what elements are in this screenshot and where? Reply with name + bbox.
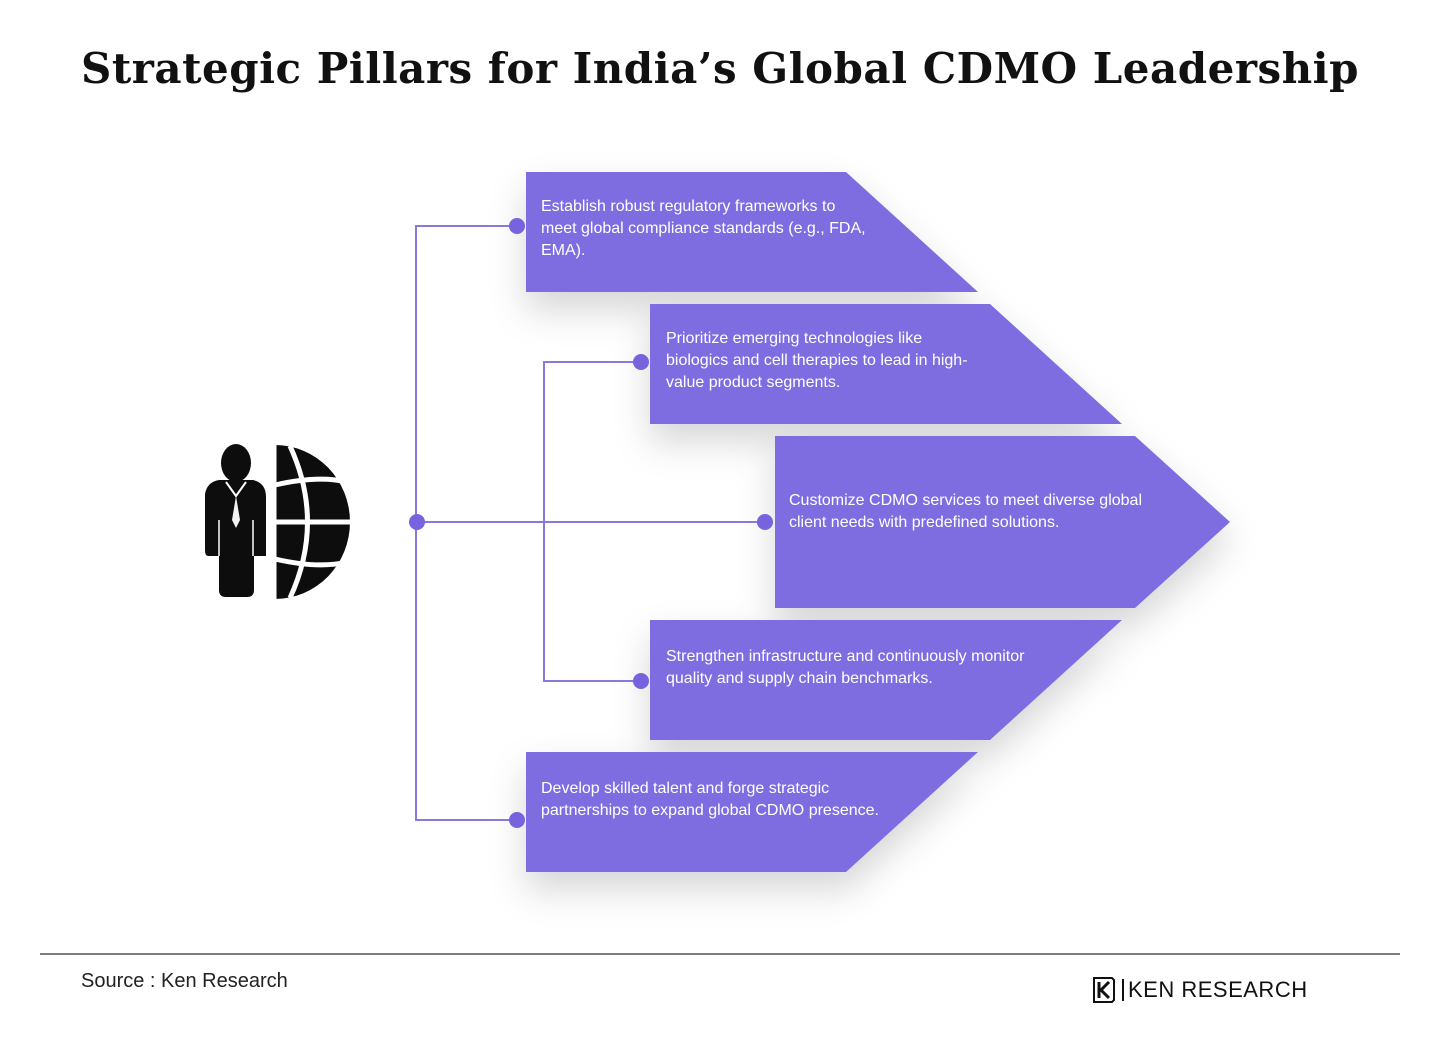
pillar-shape-3 <box>775 436 1230 608</box>
pillar-text-3: Customize CDMO services to meet diverse … <box>789 492 1143 531</box>
connector-dot-1 <box>509 218 525 234</box>
connector-dot-2 <box>633 354 649 370</box>
pillar-shape-1 <box>526 172 978 292</box>
page-title: Strategic Pillars for India’s Global CDM… <box>81 44 1359 93</box>
pillar-text-2: Prioritize emerging technologies like bi… <box>666 330 968 391</box>
brand-name: KEN RESEARCH <box>1128 977 1308 1002</box>
businessman-globe-icon <box>205 444 352 600</box>
connector-dot-5 <box>509 812 525 828</box>
pillar-text-1: Establish robust regulatory frameworks t… <box>541 198 866 259</box>
pillar-text-5: Develop skilled talent and forge strateg… <box>541 780 879 819</box>
connector-dot-hub <box>409 514 425 530</box>
pillar-shape-4 <box>650 620 1122 740</box>
connector-dot-4 <box>633 673 649 689</box>
pillar-text-4: Strengthen infrastructure and continuous… <box>666 648 1025 687</box>
brand-separator <box>1122 979 1124 1001</box>
pillar-shape-5 <box>526 752 978 872</box>
source-note: Source : Ken Research <box>81 970 288 992</box>
ken-research-logo-icon <box>1093 977 1115 1003</box>
connector-dot-3 <box>757 514 773 530</box>
pillar-shape-2 <box>650 304 1122 424</box>
footer-divider <box>40 953 1400 955</box>
diagram <box>205 172 1230 872</box>
brand-logo: KEN RESEARCH <box>1092 975 1308 1005</box>
